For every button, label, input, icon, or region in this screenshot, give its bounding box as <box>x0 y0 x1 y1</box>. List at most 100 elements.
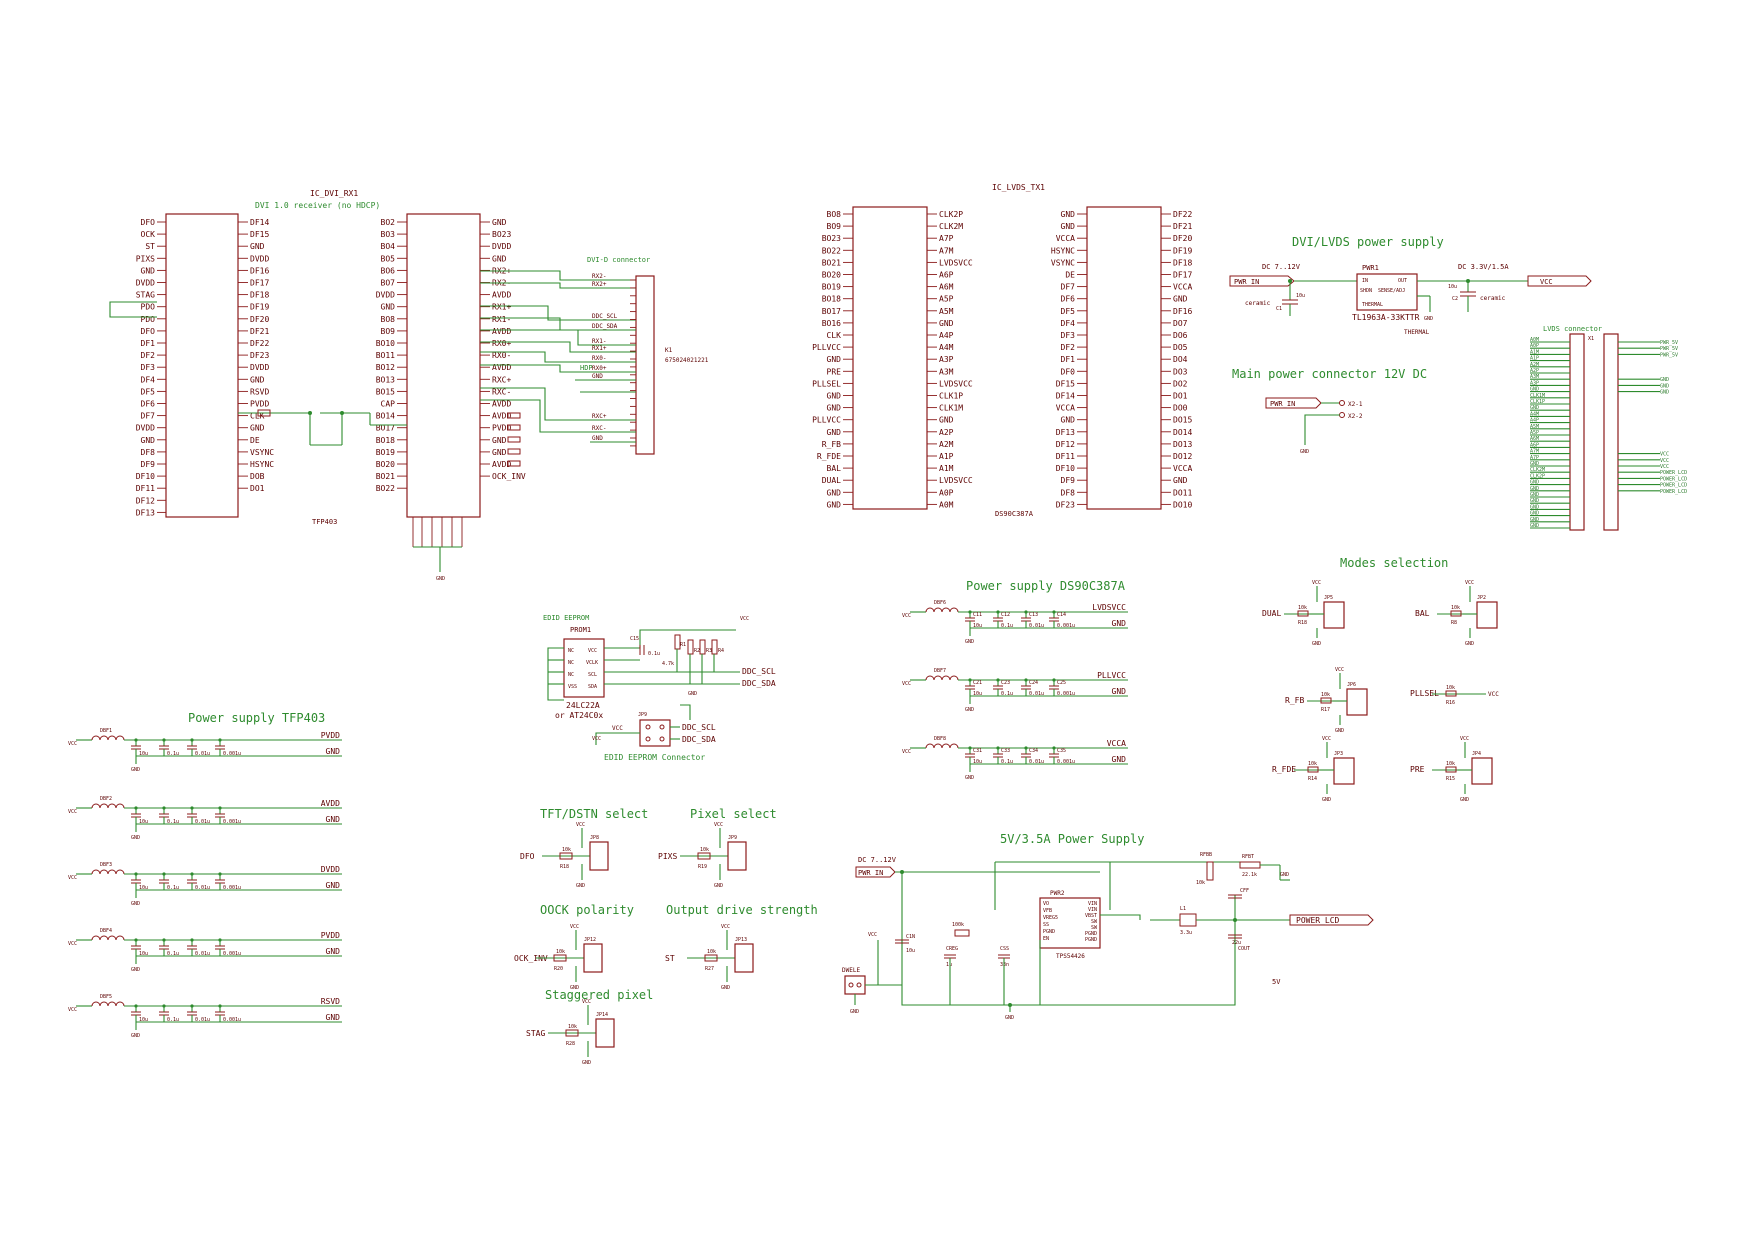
tfpp-net-4: RSVD <box>321 997 340 1006</box>
tfp403-block: IC_DVI_RX1 DVI 1.0 receiver (no HDCP) TF… <box>109 189 526 582</box>
tfpp-vcc-3: VCC <box>68 941 77 947</box>
dsp-ferrite-1: DBF7 <box>934 668 946 674</box>
vcc-out-net: VCC <box>1540 278 1553 286</box>
pwr2-pin-right-4: SW <box>1091 925 1098 931</box>
tfp403-right-resistors <box>507 412 521 467</box>
lvds-left-net-3: A1P <box>1530 356 1539 362</box>
lvds-left-net-21: CLK2M <box>1530 467 1545 473</box>
lvds-left-net-17: A6P <box>1530 442 1539 448</box>
tfpp-capval-0-2: 0.01u <box>195 751 210 757</box>
ds-rr-net-17: DO15 <box>1173 416 1192 425</box>
c2-val: 10u <box>1448 284 1457 290</box>
mode-jumper-2 <box>1346 688 1368 716</box>
ds-rl-net-19: DF12 <box>1056 440 1075 449</box>
l1-name: L1 <box>1180 906 1186 912</box>
select-jp-2: JP12 <box>584 937 596 943</box>
tfp-rr-net-17: PVDD <box>492 424 511 433</box>
ds-rr-net-24: DO10 <box>1173 500 1192 509</box>
ds90c387-chip-right <box>1086 206 1162 510</box>
tfp-rr-net-13: RXC+ <box>492 375 511 384</box>
ds-rr-net-23: DO11 <box>1173 488 1192 497</box>
dvi-pin-0: RX2- <box>592 273 606 280</box>
power-lcd-port <box>1289 914 1374 926</box>
tfp-mid-net-10: DF22 <box>250 339 269 348</box>
dvi-connector-pin-labels: RX2-RX2+DDC_SCLDDC_SDARX1-RX1+RX0-RX0+GN… <box>592 273 636 447</box>
ds-left-net-3: BO22 <box>822 246 841 255</box>
ds-mid-net-0: CLK2P <box>939 210 963 219</box>
select-jp-4: JP14 <box>596 1012 608 1018</box>
ds-mid-net-23: A0P <box>939 488 954 497</box>
dsp-capval-0-0: 10u <box>973 623 982 629</box>
lvds-power-out-label: DC 3.3V/1.5A <box>1458 263 1509 271</box>
tfp-rl-net-0: BO2 <box>381 218 396 227</box>
tfp-rr-net-12: AVDD <box>492 363 511 372</box>
lvds-right-net-7: VCC <box>1660 458 1669 464</box>
mode-net-4: R_FDE <box>1272 765 1296 774</box>
ds90c387-right-left-pins: GNDGNDVCCAHSYNCVSYNCDEDF7DF6DF5DF4DF3DF2… <box>1051 210 1087 509</box>
tfp-left-net-24: DF13 <box>136 508 155 517</box>
ds-rl-net-22: DF9 <box>1061 476 1076 485</box>
cout-name: COUT <box>1238 946 1250 952</box>
tfpp-gndsym-4: GND <box>131 1033 140 1039</box>
tfpp-capval-1-0: 10u <box>139 819 148 825</box>
tfp-rr-net-11: RX0- <box>492 351 511 360</box>
lvds-left-net-10: CLK1P <box>1530 399 1545 405</box>
lvds-right-net-5: GND <box>1660 390 1669 396</box>
dsp-cap-2-2: C34 <box>1029 748 1038 754</box>
ds-left-net-17: PLLVCC <box>812 416 841 425</box>
lvds-left-net-19: A7P <box>1530 455 1539 461</box>
ds-rr-net-2: DF20 <box>1173 234 1192 243</box>
tfp-mid-net-4: DF16 <box>250 266 269 275</box>
tfp-left-net-9: DFO <box>141 327 156 336</box>
lvds-left-net-8: GND <box>1530 387 1539 393</box>
c1-val: 10u <box>1296 293 1305 299</box>
edid-cap-name: C15 <box>630 636 639 642</box>
tfp-mid-net-19: VSYNC <box>250 448 274 457</box>
ds-rl-net-20: DF11 <box>1056 452 1075 461</box>
select-vcc-0: VCC <box>576 822 585 828</box>
lvds-left-net-7: A3P <box>1530 380 1539 386</box>
ds-mid-net-2: A7P <box>939 234 954 243</box>
tfpp-gnd-2: GND <box>326 881 341 890</box>
mode-res-1: R8 <box>1451 620 1457 626</box>
pwr2-pin-left-1: VFB <box>1043 908 1052 914</box>
ds-mid-net-5: A6P <box>939 271 954 280</box>
dsp-gndsym-1: GND <box>965 707 974 713</box>
edid-net-sda: DDC_SDA <box>742 679 776 688</box>
pixel-select-title: Pixel select <box>690 807 777 821</box>
tfp-left-net-4: GND <box>141 266 156 275</box>
main-power-title: Main power connector 12V DC <box>1232 367 1427 381</box>
edid-vcc-2: VCC <box>592 736 601 742</box>
dvi-connector-partno: 675024021221 <box>665 357 709 364</box>
ds-mid-net-21: A1M <box>939 464 954 473</box>
tfp-rr-net-10: RX0+ <box>492 339 511 348</box>
creg-val: 1u <box>946 962 952 968</box>
mode-rval-0: 10k <box>1298 605 1307 611</box>
tfpp-capval-2-0: 10u <box>139 885 148 891</box>
mode-gnd-0: GND <box>1312 641 1321 647</box>
tfpp-ferrite-3: DBF4 <box>100 928 112 934</box>
tfp403-name: IC_DVI_RX1 <box>310 189 358 198</box>
edid-pin-r2: VCLK <box>586 660 598 666</box>
tfp-mid-net-1: DF15 <box>250 230 269 239</box>
pwr1-pin-in: IN <box>1362 278 1368 284</box>
ds-rl-net-4: VSYNC <box>1051 258 1075 267</box>
tfp-left-net-2: ST <box>145 242 155 251</box>
tfp-left-net-18: GND <box>141 436 156 445</box>
dvi-connector-title: DVI-D connector <box>587 256 650 264</box>
psu5v-in-net: PWR_IN <box>858 869 883 877</box>
ds-mid-net-17: GND <box>939 416 954 425</box>
mode-vcc-0: VCC <box>1312 580 1321 586</box>
dvi-pin-5: RX1+ <box>592 345 607 352</box>
pwr-in-net: PWR_IN <box>1234 278 1259 286</box>
tfp-mid-net-7: DF19 <box>250 303 269 312</box>
pwr1-pin-thermal: THERMAL <box>1362 302 1383 308</box>
lvds-power-block: DVI/LVDS power supply DC 7..12V DC 3.3V/… <box>1229 235 1592 336</box>
modes-items: DUALR1810kJP5VCCGNDBALR810kJP2VCCGNDR_FB… <box>1262 580 1499 803</box>
edid-gnd: GND <box>688 691 697 697</box>
tfp-rl-net-3: BO5 <box>381 254 396 263</box>
dvi-pin-11: GND <box>592 435 603 442</box>
ds-rr-net-5: DF17 <box>1173 271 1192 280</box>
